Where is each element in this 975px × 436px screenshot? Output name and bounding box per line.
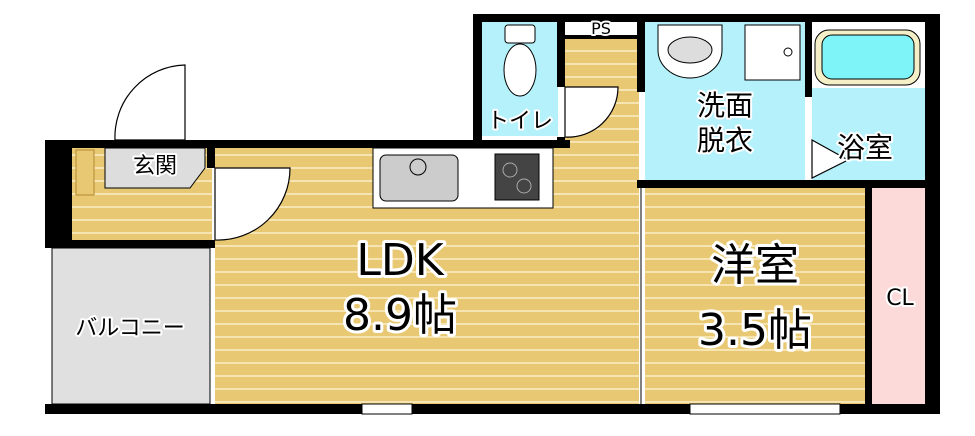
- western-room-floor: [645, 188, 867, 406]
- sink-icon: [379, 154, 459, 202]
- ps-box: [565, 22, 637, 35]
- window: [689, 403, 841, 415]
- ps-label: PS: [591, 19, 611, 38]
- window: [361, 403, 413, 415]
- basin-bowl-icon: [667, 36, 713, 64]
- stove-icon: [494, 153, 540, 201]
- walls: [45, 14, 940, 414]
- doors: [114, 64, 850, 241]
- toilet-door[interactable]: [564, 86, 619, 138]
- ldk-door[interactable]: [214, 167, 291, 241]
- closet-label: CL: [886, 286, 914, 311]
- front-door[interactable]: [114, 64, 186, 141]
- western-room-label: 洋室: [711, 240, 799, 291]
- ldk-size: 8.9帖: [343, 290, 457, 341]
- washroom-label-2: 脱衣: [697, 124, 753, 157]
- bathtub-water: [821, 34, 915, 80]
- sink-drain-icon: [409, 158, 427, 176]
- closet-floor: [872, 188, 925, 406]
- shoe-box: [75, 149, 95, 196]
- bathroom-label: 浴室: [837, 131, 893, 164]
- western-room-size: 3.5帖: [698, 305, 812, 356]
- bathroom-door[interactable]: [811, 138, 850, 179]
- washroom-label-1: 洗面: [697, 89, 753, 122]
- balcony-floor: [51, 247, 211, 405]
- burner-icon: [502, 162, 518, 178]
- toilet-label: トイレ: [487, 109, 553, 134]
- burner-icon: [516, 178, 532, 194]
- balcony-label: バルコニー: [75, 316, 185, 341]
- drain-icon: [783, 47, 793, 57]
- toilet-tank-icon: [504, 24, 536, 44]
- toilet-bowl-icon: [503, 43, 537, 97]
- entrance-label: 玄関: [133, 154, 177, 179]
- ldk-label: LDK: [356, 235, 444, 286]
- washing-machine-space-icon: [744, 24, 801, 81]
